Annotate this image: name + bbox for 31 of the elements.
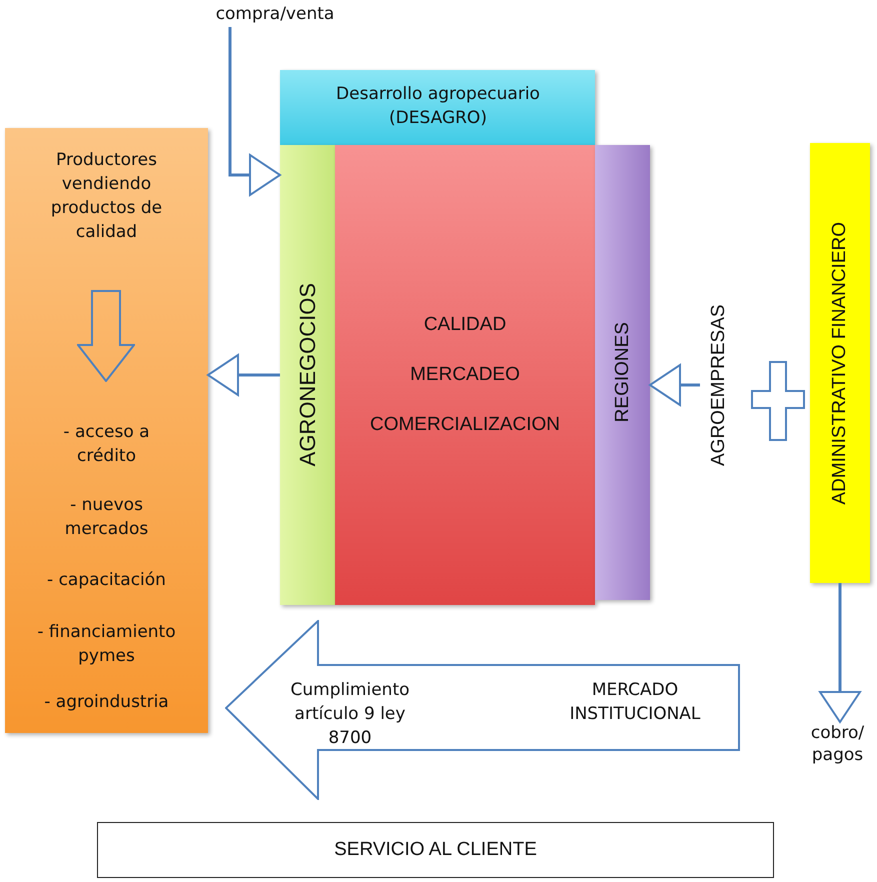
arrow [649,364,700,406]
arrow [207,354,280,396]
box-label: CALIDAD [422,313,508,337]
bar-title: Desarrollo agropecuario (DESAGRO) [335,83,541,130]
box-label: AGRONEGOCIOS [294,283,320,467]
block-arrow [225,620,740,800]
box-label: COMERCIALIZACION [368,413,562,437]
column-bar [595,145,650,600]
arrow-label: MERCADO INSTITUCIONAL [568,679,702,726]
box-label: REGIONES [612,322,634,423]
process-panel [5,128,208,733]
list-item: - acceso a crédito [62,421,151,468]
column-bar [280,145,335,605]
list-item: - financiamiento pymes [36,621,177,668]
text-label: cobro/ pagos [800,722,875,770]
process-box [97,822,774,878]
text-label: AGROEMPRESAS [700,290,738,480]
center-panel [335,145,595,605]
box-label: MERCADEO [409,363,521,387]
list-item: - agroindustria [43,691,170,714]
arrow [228,27,281,196]
arrow-label: Cumplimiento artículo 9 ley 8700 [290,679,410,750]
text-label: compra/venta [195,3,355,27]
header-bar [280,70,595,145]
list-item: - nuevos mercados [64,494,150,541]
column-bar [810,143,870,583]
panel-heading: Productores vendiendo productos de calidad [50,149,164,244]
arrow [819,583,861,723]
list-item: - capacitación [46,569,167,592]
box-label: ADMINISTRATIVO FINANCIERO [829,222,851,504]
box-label: SERVICIO AL CLIENTE [334,839,537,861]
